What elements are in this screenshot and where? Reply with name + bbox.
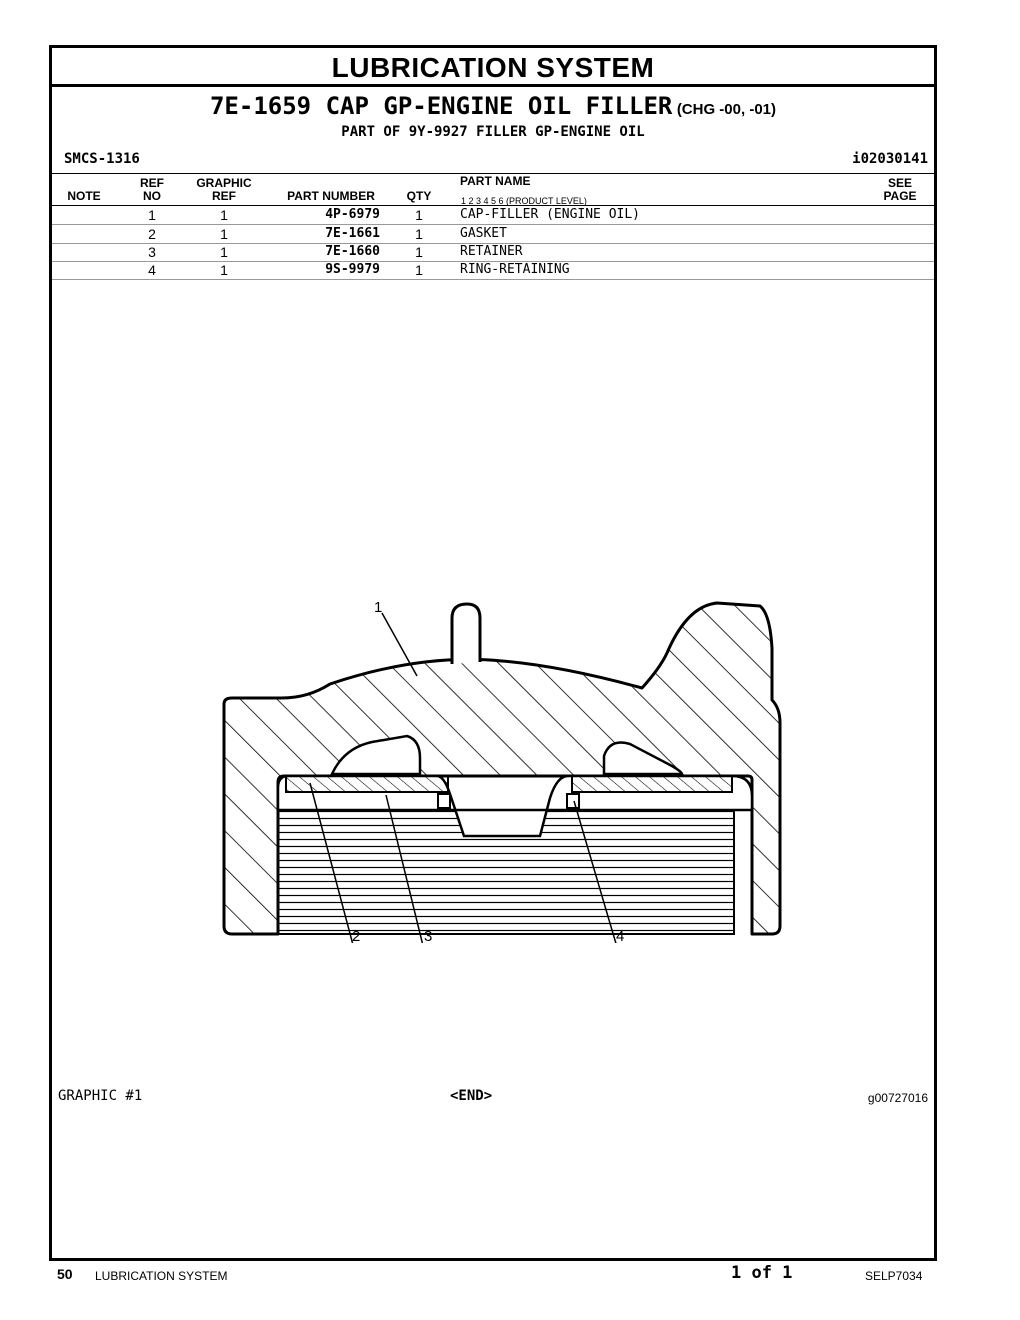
callout-1: 1 [374,599,382,616]
callout-4: 4 [616,928,624,943]
footer-doc-code: SELP7034 [865,1269,923,1283]
part-name: RING-RETAINING [460,262,570,277]
footer-page-number: 50 [57,1266,73,1282]
group-title: 7E-1659 CAP GP-ENGINE OIL FILLER (CHG -0… [52,92,934,120]
parts-page-frame: LUBRICATION SYSTEM 7E-1659 CAP GP-ENGINE… [49,45,937,1261]
footer-page-of: 1 of 1 [731,1263,793,1283]
leader-4 [573,800,617,943]
callout-3: 3 [424,928,432,943]
ref-no: 4 [148,262,156,278]
leader-2 [309,782,354,943]
table-header-rule [52,205,934,206]
col-ref-no-bottom: NO [143,189,161,203]
col-part-number: PART NUMBER [287,189,375,203]
left-gasket [285,775,449,793]
leader-1 [381,612,418,677]
end-marker: <END> [450,1088,493,1104]
cap-body [222,601,782,936]
left-retaining-ring [437,793,451,809]
col-ref-no-top: REF [140,176,164,190]
col-part-name: PART NAME [460,174,531,188]
right-gasket [571,775,733,793]
quantity: 1 [415,207,423,223]
page-title: LUBRICATION SYSTEM [52,48,934,87]
col-graphic-ref-bottom: REF [212,189,236,203]
quantity: 1 [415,262,423,278]
filler-cap-cross-section-drawing: 1 2 3 4 [222,599,782,943]
col-note: NOTE [67,189,101,203]
col-qty: QTY [406,189,432,203]
graphic-ref: 1 [220,262,228,278]
smcs-code: SMCS-1316 [64,151,140,167]
col-graphic-ref-top: GRAPHIC [196,176,252,190]
callout-2: 2 [352,928,360,943]
right-retaining-ring [566,793,580,809]
table-row: 3 1 7E-1660 1 RETAINER [52,243,934,262]
part-number: 9S-9979 [325,262,380,277]
product-level-scale: 1 2 3 4 5 6 (PRODUCT LEVEL) [461,196,587,206]
graphic-ref: 1 [220,207,228,223]
table-row: 4 1 9S-9979 1 RING-RETAINING [52,261,934,280]
table-top-rule [52,173,934,174]
change-note: (CHG -00, -01) [676,101,776,118]
graphic-ref: 1 [220,244,228,260]
col-see-page-top: SEE [887,176,912,190]
part-of-line: PART OF 9Y-9927 FILLER GP-ENGINE OIL [341,124,645,140]
footer-section-name: LUBRICATION SYSTEM [95,1269,228,1283]
right-retainer [602,741,684,776]
part-name: CAP-FILLER (ENGINE OIL) [460,207,641,222]
left-retainer [330,734,422,776]
table-row: 2 1 7E-1661 1 GASKET [52,225,934,244]
graphic-ref: 1 [220,226,228,242]
quantity: 1 [415,226,423,242]
ref-no: 2 [148,226,156,242]
part-number: 4P-6979 [325,207,380,222]
table-row: 1 1 4P-6979 1 CAP-FILLER (ENGINE OIL) [52,206,934,225]
cap-tab [450,602,482,664]
part-number: 7E-1661 [325,226,380,241]
col-see-page-bottom: PAGE [883,189,917,203]
leader-3 [385,794,424,943]
part-name: GASKET [460,226,507,241]
document-id: i02030141 [852,151,928,167]
graphic-id: g00727016 [867,1091,928,1105]
quantity: 1 [415,244,423,260]
ref-no: 3 [148,244,156,260]
part-name: RETAINER [460,244,523,259]
group-title-text: 7E-1659 CAP GP-ENGINE OIL FILLER [209,92,673,120]
part-number: 7E-1660 [325,244,380,259]
ref-no: 1 [148,207,156,223]
graphic-label: GRAPHIC #1 [58,1088,143,1104]
